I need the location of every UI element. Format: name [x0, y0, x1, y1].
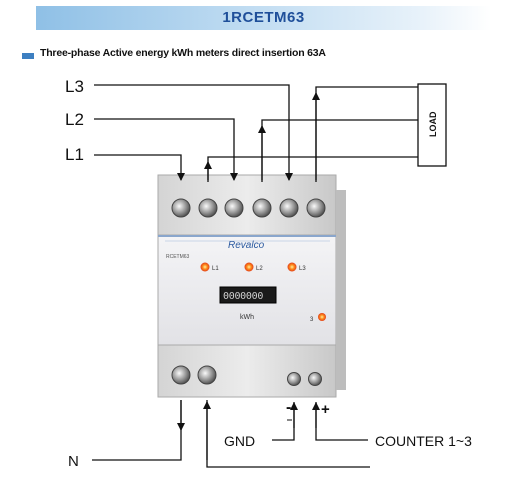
led-label-l2: L2 [256, 266, 263, 272]
minus-sign: - [286, 399, 291, 416]
terminal-n-out-screw [197, 365, 217, 385]
terminal-1-screw [171, 198, 191, 218]
neutral-label: N [68, 453, 79, 470]
wires [92, 84, 418, 468]
wire-neutral-in [92, 400, 182, 461]
terminal-5-screw [279, 198, 299, 218]
led-l2 [244, 262, 254, 272]
terminal-minus-screw [287, 372, 301, 386]
phase-label-l3: L3 [65, 77, 84, 96]
bottom-terminals [171, 365, 322, 386]
led-label-l1: L1 [212, 266, 219, 272]
led-l1 [200, 262, 210, 272]
terminal-2-screw [198, 198, 218, 218]
subtitle-bullet [22, 53, 34, 59]
gnd-label: GND [224, 433, 255, 449]
pulse-indicator: 3 [310, 313, 326, 323]
load-label: LOAD [428, 111, 438, 137]
terminal-6-screw [306, 198, 326, 218]
phase-label-l2: L2 [65, 110, 84, 129]
display-unit: kWh [240, 314, 254, 321]
terminal-3-screw [224, 198, 244, 218]
counter-label: COUNTER 1~3 [375, 433, 472, 449]
kwh-display: 0000000 kWh [219, 286, 277, 321]
display-reading: 0000000 [223, 291, 263, 302]
wire-l2-out [261, 119, 418, 180]
terminal-n-in-screw [171, 365, 191, 385]
pulse-label: 3 [310, 317, 314, 323]
terminal-plus-screw [308, 372, 322, 386]
meter-model: RCETM63 [166, 254, 190, 260]
phase-leds: L1 L2 L3 [200, 262, 306, 272]
title-bar [36, 6, 491, 30]
phase-label-l1: L1 [65, 145, 84, 164]
plus-sign: + [321, 401, 330, 418]
wire-l1-in [94, 154, 185, 181]
led-label-l3: L3 [299, 266, 306, 272]
diagram-title: 1RCETM63 [222, 9, 305, 26]
top-terminals [171, 198, 326, 218]
led-l3 [287, 262, 297, 272]
diagram-subtitle: Three-phase Active energy kWh meters dir… [40, 47, 326, 59]
load-box: LOAD [417, 83, 447, 167]
terminal-4-screw [252, 198, 272, 218]
pulse-led [318, 313, 326, 321]
wire-l2-in [94, 118, 238, 181]
meter-brand: Revalco [228, 240, 265, 251]
wire-l3-out [315, 86, 418, 180]
wire-l3-in [94, 84, 293, 181]
